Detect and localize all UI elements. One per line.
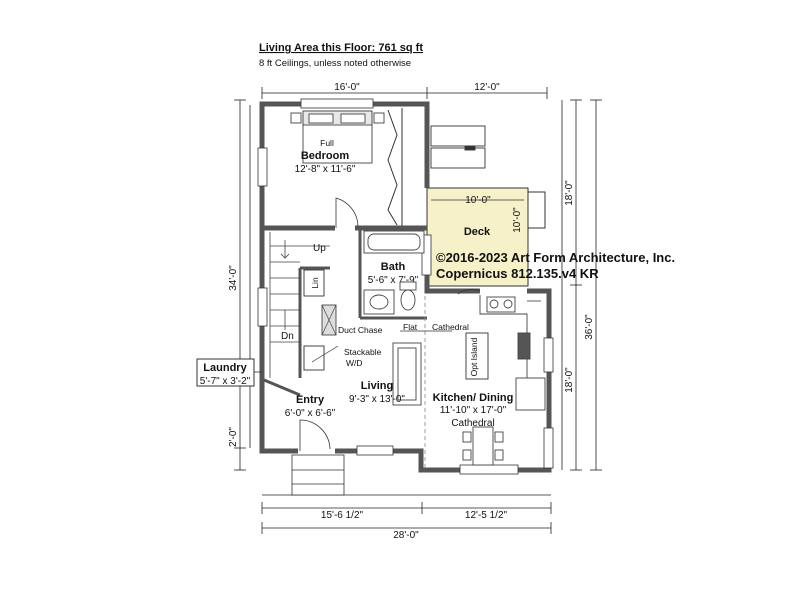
bed-icon bbox=[290, 110, 385, 164]
bath-size: 5'-6" x 7'-9" bbox=[368, 275, 419, 286]
dim-right-top: 18'-0" bbox=[564, 180, 575, 206]
living-label: Living bbox=[361, 380, 393, 392]
deck-door-swing bbox=[457, 288, 481, 295]
plan-title: Living Area this Floor: 761 sq ft bbox=[259, 42, 423, 54]
stairs bbox=[269, 232, 330, 378]
entry-closet-wall bbox=[263, 378, 301, 397]
bathtub-icon bbox=[363, 230, 425, 254]
deck-depth: 10'-0" bbox=[512, 207, 523, 233]
linen-label: Lin bbox=[310, 277, 320, 289]
dim-right-bottom: 18'-0" bbox=[564, 367, 575, 393]
kitchen-island bbox=[465, 332, 489, 380]
laundry-size: 5'-7" x 3'-2" bbox=[200, 376, 251, 387]
kitchen-counter bbox=[479, 295, 546, 411]
dim-bottom-left: 15'-6 1/2" bbox=[321, 510, 364, 521]
deck-label: Deck bbox=[464, 226, 491, 238]
deck-stair bbox=[527, 191, 546, 229]
stackable-label: Stackable bbox=[344, 347, 382, 357]
dim-bottom-right: 12'-5 1/2" bbox=[465, 510, 508, 521]
island-label: Opt Island bbox=[469, 337, 479, 376]
duct-chase-label: Duct Chase bbox=[338, 325, 383, 335]
laundry-box bbox=[196, 358, 255, 387]
kitchen-label: Kitchen/ Dining bbox=[433, 392, 514, 404]
stairs-up-label: Up bbox=[313, 243, 326, 254]
entry-steps bbox=[291, 454, 345, 496]
plan-subtitle: 8 ft Ceilings, unless noted otherwise bbox=[259, 58, 411, 69]
flat-label: Flat bbox=[403, 322, 418, 332]
bed-size-label: Full bbox=[320, 138, 334, 148]
copyright-line-1: ©2016-2023 Art Form Architecture, Inc. bbox=[436, 250, 675, 265]
closet-doors bbox=[387, 109, 398, 226]
laundry-label: Laundry bbox=[203, 362, 247, 374]
entry-label: Entry bbox=[296, 394, 325, 406]
kitchen-size: 11'-10" x 17'-0" bbox=[440, 405, 507, 416]
toilet-icon bbox=[399, 281, 417, 311]
sofa-icon bbox=[392, 342, 422, 406]
bedroom-door bbox=[335, 197, 359, 228]
copyright-line-2: Copernicus 812.135.v4 KR bbox=[436, 266, 599, 281]
dim-top-right: 12'-0" bbox=[474, 82, 500, 93]
dimension-lines bbox=[234, 87, 602, 534]
deck-width: 10'-0" bbox=[465, 195, 491, 206]
cathedral-ceiling-label: Cathedral bbox=[432, 322, 469, 332]
dim-right-total: 36'-0" bbox=[584, 314, 595, 340]
bedroom-size: 12'-8" x 11'-6" bbox=[295, 164, 356, 175]
bedroom-label: Bedroom bbox=[301, 150, 350, 162]
dim-top-left: 16'-0" bbox=[334, 82, 360, 93]
entry-door bbox=[299, 419, 331, 451]
dim-left-bottom: 2'-0" bbox=[228, 427, 239, 447]
entry-size: 6'-0" x 6'-6" bbox=[285, 408, 336, 419]
dim-left-total: 34'-0" bbox=[228, 265, 239, 291]
windows bbox=[257, 98, 554, 475]
deck-area bbox=[426, 187, 529, 287]
sink-icon bbox=[363, 289, 395, 315]
wd-label: W/D bbox=[346, 358, 363, 368]
bath-label: Bath bbox=[381, 261, 406, 273]
washer-dryer-icon bbox=[303, 345, 325, 371]
interior-walls bbox=[298, 228, 427, 378]
outdoor-lounger bbox=[430, 125, 486, 169]
linen-closet bbox=[303, 269, 325, 297]
dining-table-icon bbox=[462, 426, 504, 466]
living-size: 9'-3" x 13'-0" bbox=[349, 394, 405, 405]
stairs-down-label: Dn bbox=[281, 331, 294, 342]
dim-bottom-total: 28'-0" bbox=[393, 530, 419, 541]
kitchen-ceiling-note: Cathedral bbox=[451, 418, 494, 429]
